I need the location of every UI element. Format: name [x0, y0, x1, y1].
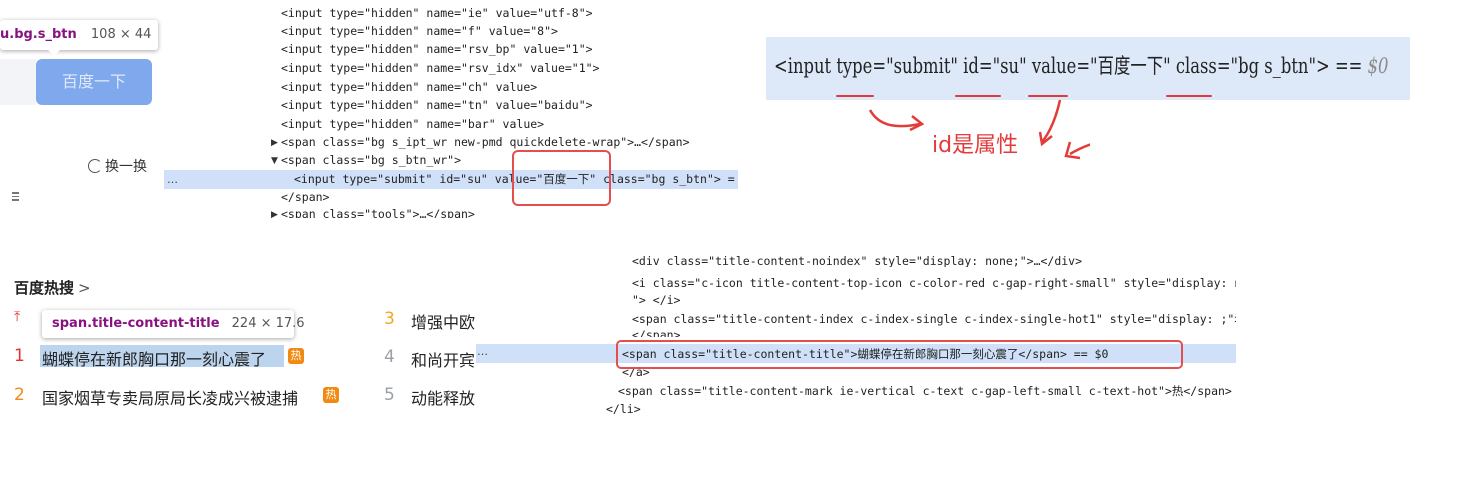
code-line[interactable]: <div class="title-content-noindex" style… [632, 255, 1083, 267]
zoomed-code-main: <input type="submit" id="su" value="百度一下… [774, 54, 1368, 78]
code-line[interactable]: <i class="c-icon title-content-top-icon … [632, 276, 1236, 290]
chevron-right-icon: > [78, 279, 91, 297]
underline-class [1166, 95, 1212, 97]
underline-type [836, 95, 874, 97]
baidu-search-button[interactable]: 百度一下 [36, 59, 152, 105]
tooltip-selector: u.bg.s_btn [0, 27, 77, 42]
code-line[interactable]: <input type="hidden" name="ch" value> [281, 80, 538, 94]
refresh-icon [88, 159, 102, 173]
zoomed-code-dollar: $0 [1367, 54, 1389, 78]
refresh-label: 换一换 [105, 159, 147, 175]
hot-badge: 热 [323, 387, 339, 403]
element-inspect-tooltip: span.title-content-title 224 × 17.6 [42, 310, 305, 338]
search-preview-panel: 百度一下 u.bg.s_btn 108 × 44 换一换 [0, 0, 162, 218]
code-line[interactable]: </li> [606, 402, 641, 416]
underline-id [955, 95, 1001, 97]
tooltip-selector: span.title-content-title [52, 316, 220, 331]
inspect-highlight [40, 345, 284, 367]
selected-node-row[interactable] [164, 170, 738, 189]
input-edge [0, 59, 36, 105]
hot-item-title[interactable]: 动能释放 [411, 389, 476, 408]
devtools-elements-bottom [476, 258, 1236, 418]
collapse-triangle-icon[interactable]: ▼ [271, 156, 278, 166]
selected-node-row[interactable] [476, 344, 1236, 363]
code-line-selected[interactable]: <input type="submit" id="su" value="百度一下… [294, 172, 735, 186]
code-line[interactable]: <span class="bg s_ipt_wr new-pmd quickde… [281, 135, 690, 149]
hot-search-title[interactable]: 百度热搜> [14, 277, 91, 298]
annotation-arrows [868, 99, 1090, 160]
hot-search-title-text: 百度热搜 [14, 279, 75, 297]
node-ellipsis-button[interactable]: … [477, 345, 488, 358]
code-line[interactable]: <span class="title-content-index c-index… [632, 312, 1236, 326]
menu-icon[interactable] [12, 192, 20, 203]
code-line[interactable]: <span class="bg s_btn_wr"> [281, 153, 462, 167]
zoomed-code-line [766, 37, 1410, 100]
hot-badge: 热 [288, 348, 304, 364]
hot-rank: 2 [14, 385, 25, 405]
devtools-elements-top: … <input type="hidden" name="ie" value="… [164, 0, 738, 220]
tooltip-size: 108 × 44 [90, 27, 152, 42]
code-line[interactable]: </span> [632, 328, 681, 337]
code-line[interactable]: <input type="hidden" name="f" value="8"> [281, 24, 558, 38]
code-line[interactable]: <span class="title-content-mark ie-verti… [618, 384, 1232, 398]
hot-item-title[interactable]: 增强中欧 [411, 313, 476, 332]
highlight-box [616, 340, 1183, 369]
hot-rank: 5 [384, 385, 395, 405]
pin-top-icon: ⤒ [14, 309, 21, 325]
code-line-selected[interactable]: <span class="title-content-title">蝴蝶停在新郎… [622, 347, 1109, 361]
highlight-box [512, 150, 611, 206]
element-inspect-tooltip: u.bg.s_btn 108 × 44 [0, 20, 158, 56]
hot-item-title[interactable]: 蝴蝶停在新郎胸口那一刻心震了 [42, 350, 267, 369]
code-line[interactable]: <input type="hidden" name="rsv_idx" valu… [281, 61, 600, 75]
hot-rank: 4 [384, 347, 395, 367]
tooltip-size: 224 × 17.6 [231, 316, 305, 331]
code-line[interactable]: <input type="hidden" name="tn" value="ba… [281, 98, 593, 112]
expand-triangle-icon[interactable]: ▶ [271, 210, 278, 220]
hot-item-title[interactable]: 国家烟草专卖局原局长凌成兴被逮捕 [42, 389, 299, 408]
annotation-text: id是属性 [932, 133, 1019, 158]
node-ellipsis-button[interactable]: … [167, 173, 178, 186]
hot-item-title[interactable]: 和尚开宾 [411, 351, 476, 370]
hot-rank: 3 [384, 309, 395, 329]
code-line[interactable]: <span class="tools">…</span> [281, 207, 475, 218]
code-line[interactable]: <input type="hidden" name="ie" value="ut… [281, 6, 593, 20]
underline-value [1028, 95, 1068, 97]
code-line[interactable]: </span> [281, 190, 330, 204]
code-line[interactable]: <input type="hidden" name="bar" value> [281, 117, 545, 131]
code-line[interactable]: <input type="hidden" name="rsv_bp" value… [281, 42, 593, 56]
code-line[interactable]: "> </i> [632, 293, 681, 307]
hot-rank: 1 [14, 346, 25, 366]
zoomed-code-text: <input type="submit" id="su" value="百度一下… [774, 50, 1388, 80]
expand-triangle-icon[interactable]: ▶ [271, 138, 278, 148]
refresh-link[interactable]: 换一换 [88, 156, 147, 176]
